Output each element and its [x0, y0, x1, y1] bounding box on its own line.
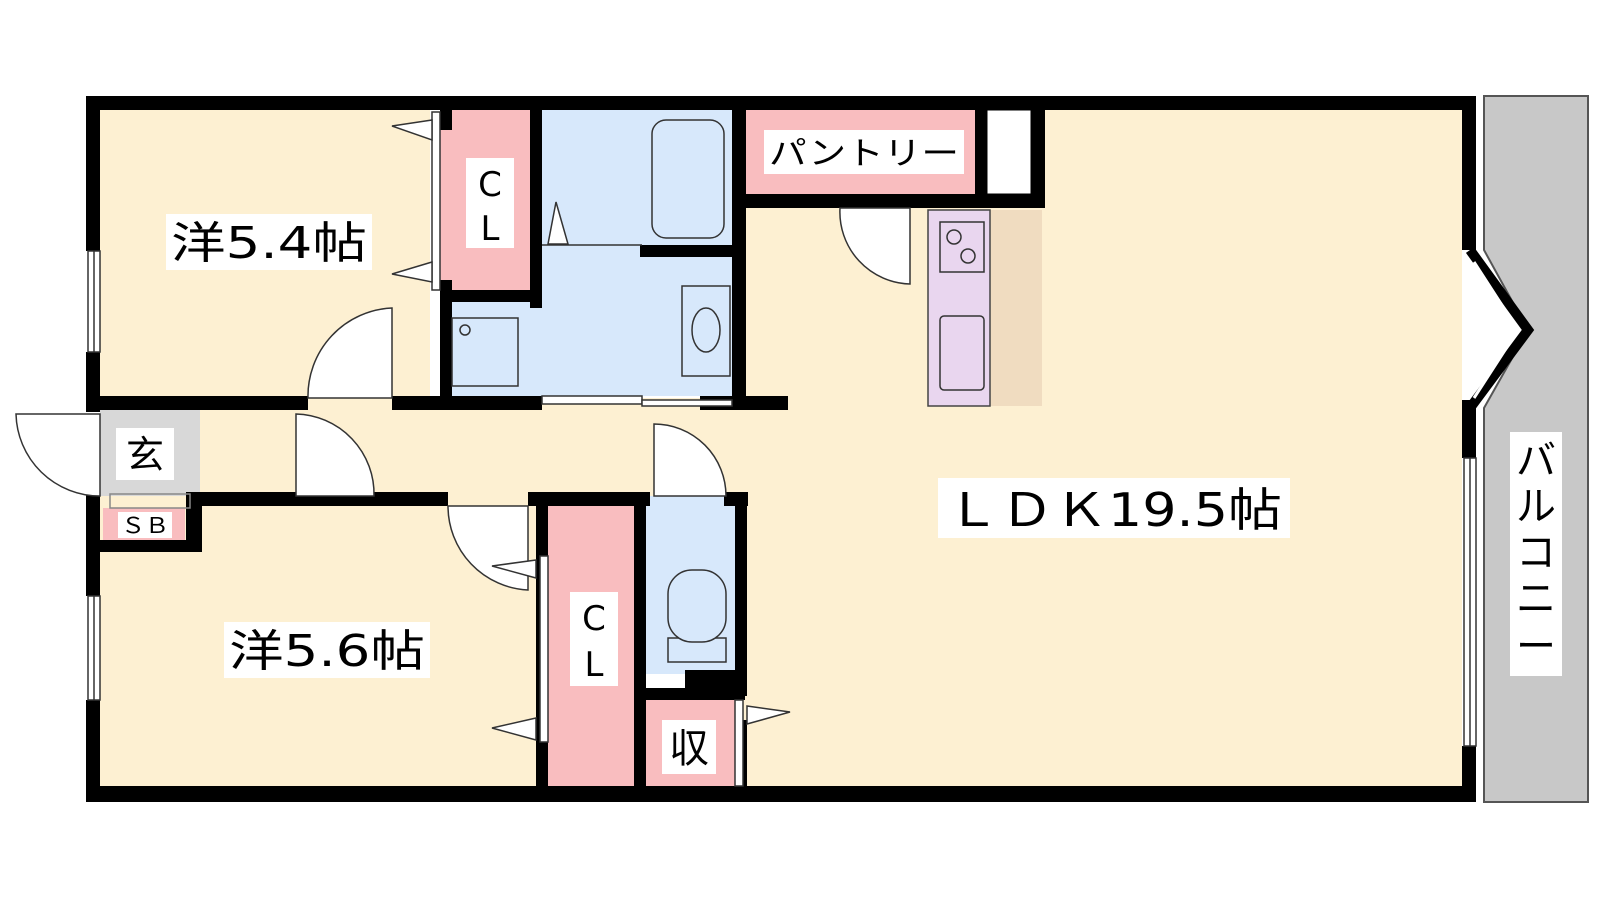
label-bg-entrance	[116, 428, 174, 480]
wall-lower-corridor-2	[528, 492, 650, 506]
label-bg-closet-top	[466, 158, 514, 248]
wall-closet-top-bottom	[440, 290, 542, 302]
storage-door[interactable]	[734, 699, 744, 787]
wall-outer-right-low	[1462, 746, 1476, 802]
closet-bottom-doors[interactable]	[539, 555, 549, 743]
label-bg-balcony	[1510, 432, 1562, 676]
wall-closet-bottom-right	[634, 492, 646, 792]
wall-fridge-right	[1031, 96, 1045, 208]
kitchen-floor	[990, 210, 1042, 406]
label-western-top: 洋5.4帖	[171, 218, 367, 269]
label-closet-top-c: C	[478, 165, 502, 205]
label-closet-top-l: L	[481, 209, 500, 249]
bay-window-inner	[1472, 261, 1520, 399]
fixtures	[109, 119, 985, 663]
wall-entrance-bottom	[100, 540, 202, 552]
label-balcony-4: ニ	[1516, 576, 1556, 622]
wall-outer-left-low	[86, 484, 100, 596]
label-balcony-3: コ	[1516, 530, 1556, 576]
label-western-bottom: 洋5.6帖	[229, 626, 425, 677]
door-toilet[interactable]	[653, 423, 727, 497]
closet-top-arrow-2	[391, 260, 433, 283]
kitchen-sink	[939, 315, 985, 391]
fridge-space	[986, 109, 1032, 195]
label-storage: 収	[669, 726, 709, 772]
wall-upper-corridor-2	[392, 396, 542, 410]
labels: 洋5.4帖 洋5.6帖 C L C L パントリー 玄 ＳＢ 収 ＬＤＫ19.5…	[116, 130, 1562, 774]
label-shoe-box: ＳＢ	[121, 514, 169, 539]
toilet-bowl	[667, 569, 727, 643]
label-ldk: ＬＤＫ19.5帖	[946, 483, 1282, 537]
washing-machine	[451, 317, 519, 387]
label-pantry: パントリー	[769, 134, 959, 172]
bay-window	[1465, 247, 1535, 411]
bath-door-arrow	[547, 201, 569, 245]
wall-pantry-bottom	[745, 194, 1045, 208]
label-bg-ldk	[938, 478, 1290, 538]
label-bg-shoe-box	[118, 512, 172, 538]
wall-lower-corridor-1	[200, 492, 448, 506]
wall-bath-left	[530, 96, 542, 308]
wall-outer-right-top	[1462, 96, 1476, 250]
label-entrance: 玄	[126, 433, 164, 477]
label-bg-pantry	[764, 130, 964, 174]
wall-outer-right-bottom	[1462, 400, 1476, 458]
doors	[15, 111, 911, 787]
wash-basin	[681, 285, 731, 377]
wall-outer-bottom	[86, 786, 1476, 802]
label-closet-bottom-l: L	[585, 645, 604, 685]
label-bg-western-top	[166, 214, 372, 270]
burner-icon-1	[946, 229, 962, 245]
door-hall[interactable]	[295, 413, 375, 497]
stove	[939, 221, 985, 273]
wall-outer-left-top	[86, 96, 100, 251]
label-balcony-5: ー	[1516, 624, 1556, 670]
label-bg-closet-bottom	[570, 592, 618, 686]
label-balcony-2: ル	[1516, 484, 1556, 530]
label-bg-western-bottom	[224, 622, 430, 678]
wall-toilet-right	[735, 492, 747, 696]
sliding-door-wash[interactable]	[541, 395, 643, 405]
wall-outer-left-bottom	[86, 700, 100, 802]
wall-outer-top	[86, 96, 1476, 110]
label-closet-bottom-c: C	[582, 599, 606, 639]
wall-upper-corridor-1	[86, 396, 308, 410]
pantry-cabinet-line	[109, 493, 191, 509]
sliding-door-wash-2[interactable]	[641, 399, 733, 407]
wall-bath-right	[732, 96, 746, 410]
door-western-top[interactable]	[307, 307, 393, 399]
hallway-floor	[200, 398, 740, 496]
wall-entrance-left	[186, 492, 202, 548]
windows	[87, 247, 1535, 747]
bathtub	[651, 119, 725, 239]
burner-icon-2	[960, 248, 976, 264]
door-entrance[interactable]	[15, 413, 101, 497]
closet-bottom-arrow-1	[491, 559, 537, 579]
storage-arrow	[746, 705, 791, 725]
sink-bowl	[691, 307, 721, 353]
wall-closet-top-left-low	[440, 280, 452, 400]
wall-pantry-right	[975, 96, 987, 208]
drain-icon	[459, 324, 471, 336]
wall-closet-top-left	[440, 96, 452, 130]
closet-top-doors[interactable]	[431, 111, 441, 291]
label-bg-storage	[662, 720, 716, 774]
label-balcony-1: バ	[1516, 438, 1556, 484]
wall-mini-block	[685, 670, 735, 700]
closet-bottom-arrow-2	[491, 717, 537, 741]
door-pantry[interactable]	[839, 207, 911, 285]
closet-top-arrow-1	[391, 119, 433, 142]
wall-bath-wash	[640, 245, 732, 257]
